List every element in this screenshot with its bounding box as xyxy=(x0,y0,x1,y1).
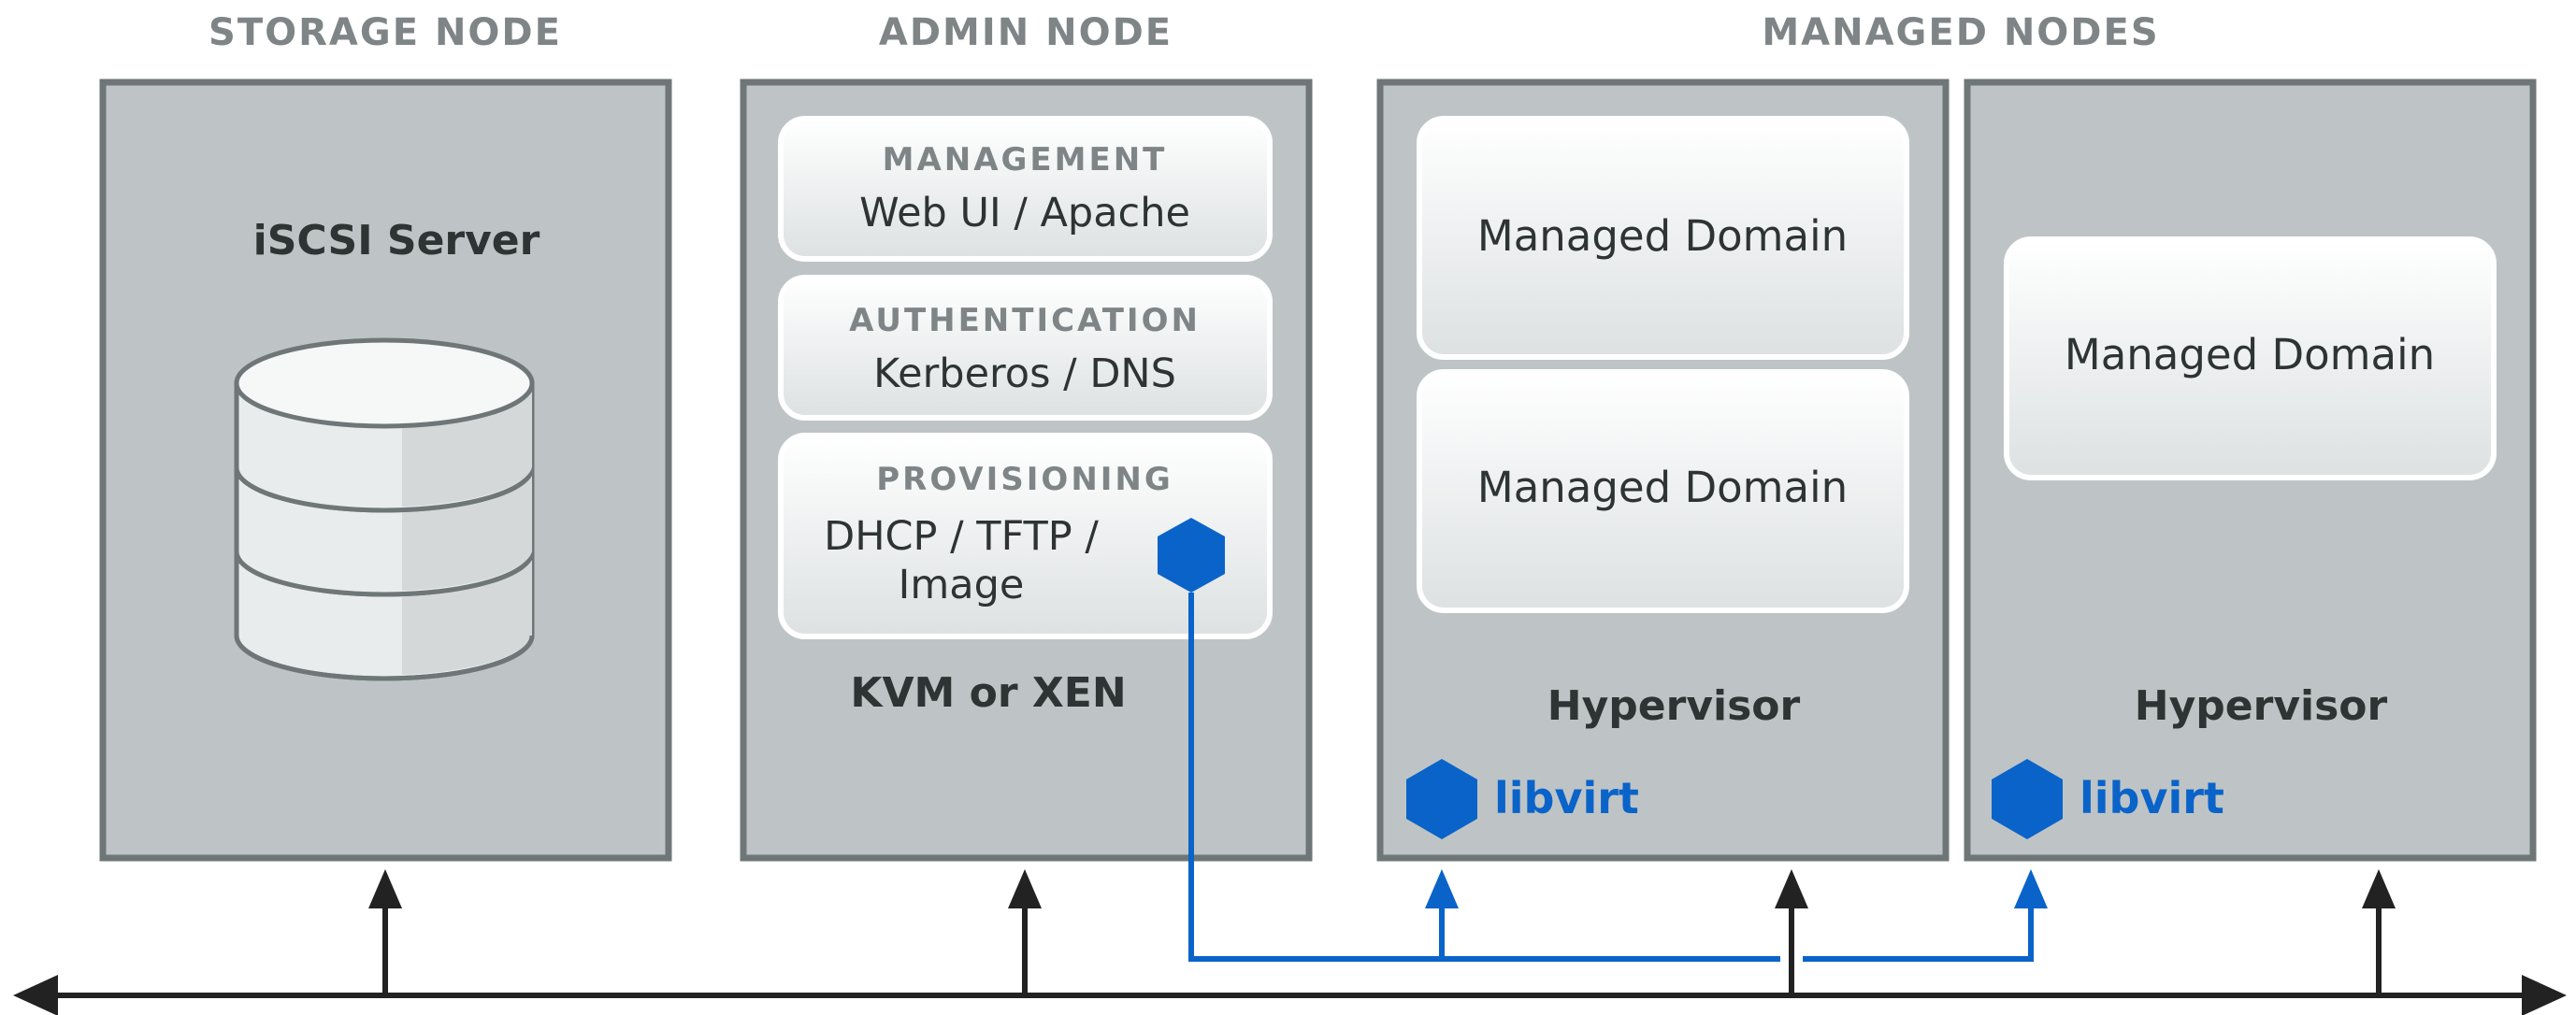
provisioning-arrow-node-1 xyxy=(1425,869,1459,908)
storage-node: iSCSI Server xyxy=(99,79,672,862)
network-bus xyxy=(13,869,2567,1015)
managed-domain-label: Managed Domain xyxy=(1477,211,1848,261)
admin-node: MANAGEMENT Web UI / Apache AUTHENTICATIO… xyxy=(740,79,1313,862)
service-detail-authentication: Kerberos / DNS xyxy=(873,350,1176,397)
provisioning-arrow-node-2 xyxy=(2014,869,2048,908)
managed-node-2-connector xyxy=(2362,869,2396,995)
section-title-managed: MANAGED NODES xyxy=(1762,11,2159,54)
service-detail-provisioning-line2: Image xyxy=(899,562,1025,608)
managed-domain-label: Managed Domain xyxy=(1477,463,1848,512)
service-detail-provisioning-line1: DHCP / TFTP / xyxy=(824,513,1099,560)
libvirt-label: libvirt xyxy=(2080,773,2224,823)
storage-connector xyxy=(368,869,402,995)
service-title-provisioning: PROVISIONING xyxy=(876,461,1173,498)
admin-connector xyxy=(1008,869,1042,995)
hypervisor-label: Hypervisor xyxy=(1547,682,1801,730)
service-provisioning: PROVISIONING DHCP / TFTP / Image xyxy=(778,433,1273,639)
platform-label: KVM or XEN xyxy=(850,669,1126,717)
service-title-authentication: AUTHENTICATION xyxy=(849,302,1201,339)
managed-node-1: Managed Domain Managed Domain Hypervisor… xyxy=(1376,79,1950,862)
hypervisor-label: Hypervisor xyxy=(2135,682,2388,730)
database-icon xyxy=(234,337,535,681)
hexagon-icon xyxy=(1992,759,2063,839)
libvirt-label: libvirt xyxy=(1494,773,1639,823)
service-detail-management: Web UI / Apache xyxy=(859,190,1190,236)
service-management: MANAGEMENT Web UI / Apache xyxy=(778,116,1273,262)
bus-arrow-right xyxy=(2522,975,2567,1015)
section-title-admin: ADMIN NODE xyxy=(879,11,1173,54)
service-title-management: MANAGEMENT xyxy=(883,141,1168,179)
iscsi-server-label: iSCSI Server xyxy=(253,217,540,264)
managed-domain-label: Managed Domain xyxy=(2065,330,2435,379)
hexagon-icon xyxy=(1406,759,1477,839)
managed-domain-box: Managed Domain xyxy=(2004,236,2497,480)
provisioning-link xyxy=(1188,593,2048,962)
managed-domain-box: Managed Domain xyxy=(1417,369,1909,613)
bus-arrow-left xyxy=(13,975,58,1015)
managed-domain-box: Managed Domain xyxy=(1417,116,1909,360)
managed-node-1-connector xyxy=(1775,869,1808,995)
service-authentication: AUTHENTICATION Kerberos / DNS xyxy=(778,275,1273,421)
hexagon-icon xyxy=(1158,518,1225,593)
managed-node-2: Managed Domain Hypervisor libvirt xyxy=(1964,79,2537,862)
section-title-storage: STORAGE NODE xyxy=(209,11,562,54)
